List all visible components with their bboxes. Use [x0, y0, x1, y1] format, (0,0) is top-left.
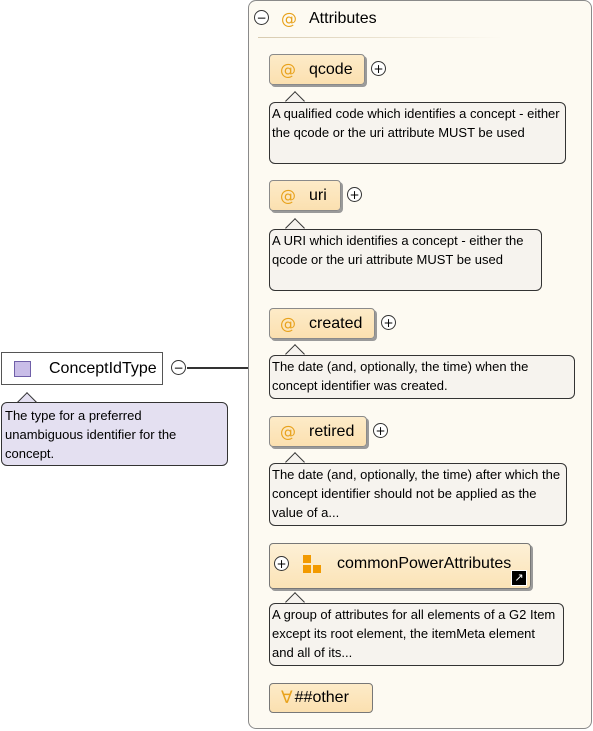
attributes-collapse-button[interactable]: −: [254, 10, 269, 25]
qcode-expand-button[interactable]: +: [371, 61, 386, 76]
retired-expand-button[interactable]: +: [373, 423, 388, 438]
attribute-label: qcode: [309, 60, 353, 78]
type-doc: The type for a preferred unambiguous ide…: [1, 402, 228, 466]
attribute-at-icon: @: [280, 60, 296, 79]
for-all-icon: ∀: [281, 688, 293, 708]
attribute-uri[interactable]: @ uri: [269, 180, 341, 211]
uri-doc: A URI which identifies a concept - eithe…: [269, 229, 542, 291]
attribute-label: created: [309, 314, 363, 332]
retired-doc: The date (and, optionally, the time) aft…: [269, 463, 567, 526]
group-doc: A group of attributes for all elements o…: [269, 603, 564, 666]
any-attribute-other[interactable]: ∀ ##other: [269, 683, 373, 713]
complex-type-icon: [14, 360, 31, 377]
any-attribute-label: ##other: [294, 689, 349, 706]
qcode-doc: A qualified code which identifies a conc…: [269, 102, 566, 164]
external-link-icon[interactable]: ↗: [511, 570, 527, 586]
attribute-group-icon: [303, 555, 323, 575]
type-label: ConceptIdType: [49, 359, 157, 377]
group-expand-button[interactable]: +: [274, 556, 289, 571]
attribute-label: retired: [309, 422, 355, 440]
attribute-qcode[interactable]: @ qcode: [269, 54, 365, 85]
uri-expand-button[interactable]: +: [347, 187, 362, 202]
type-collapse-button[interactable]: −: [171, 360, 186, 375]
complex-type-node[interactable]: ConceptIdType: [1, 352, 163, 385]
attribute-at-icon: @: [280, 314, 296, 333]
attribute-at-icon: @: [280, 186, 296, 205]
attribute-label: uri: [309, 186, 327, 204]
attributes-title: Attributes: [309, 10, 377, 27]
created-expand-button[interactable]: +: [381, 315, 396, 330]
attribute-created[interactable]: @ created: [269, 308, 375, 339]
attribute-at-icon: @: [280, 422, 296, 441]
attribute-retired[interactable]: @ retired: [269, 416, 367, 447]
attributes-header-divider: [258, 37, 503, 38]
attributes-at-icon: @: [281, 9, 297, 28]
group-label: commonPowerAttributes: [337, 555, 512, 572]
created-doc: The date (and, optionally, the time) whe…: [269, 355, 575, 399]
group-common-power-attributes[interactable]: [269, 543, 531, 589]
